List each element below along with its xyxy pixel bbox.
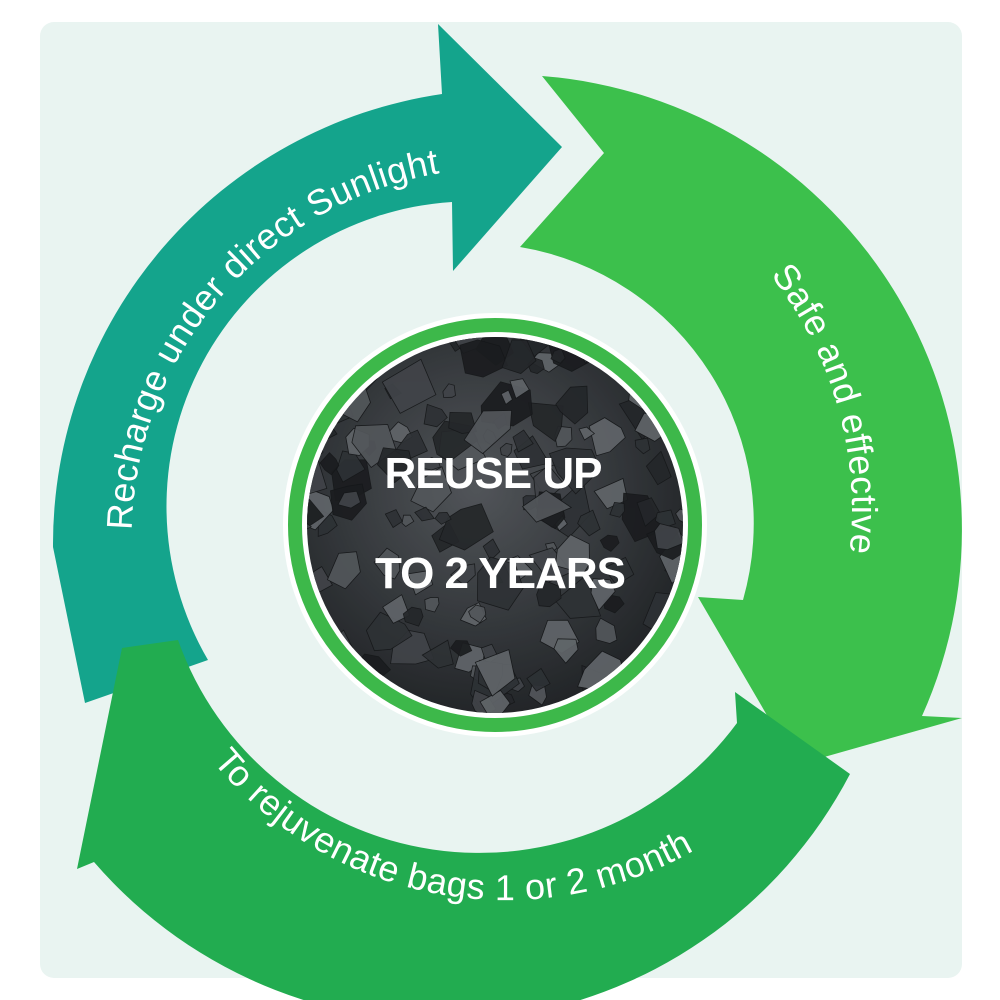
charcoal-chunk [528, 684, 547, 706]
charcoal-chunk [500, 389, 513, 406]
charcoal-chunk [634, 437, 651, 455]
charcoal-chunk [377, 447, 414, 484]
charcoal-chunk [603, 556, 635, 586]
charcoal-chunk [407, 570, 434, 596]
charcoal-chunk [479, 689, 511, 713]
charcoal-chunk [449, 640, 473, 657]
charcoal-chunk [578, 426, 596, 441]
charcoal-chunk [550, 347, 566, 364]
charcoal-chunk [599, 534, 620, 552]
charcoal-chunk [373, 547, 401, 580]
charcoal-chunk [590, 578, 616, 612]
charcoal-chunk [577, 509, 601, 537]
charcoal-chunk [654, 523, 683, 551]
charcoal-chunk [499, 442, 513, 458]
charcoal-chunk [477, 556, 524, 611]
charcoal-chunk [482, 538, 501, 561]
center-title-line-2: TO 2 YEARS [375, 549, 625, 598]
charcoal-chunk [307, 498, 325, 529]
charcoal-chunk [474, 649, 516, 697]
center-green-band [288, 318, 702, 732]
charcoal-chunk [384, 509, 403, 529]
charcoal-chunk [336, 450, 366, 483]
charcoal-chunk [423, 403, 448, 428]
charcoal-chunk [509, 378, 530, 400]
charcoal-chunk [636, 497, 661, 527]
charcoal-chunk [554, 534, 590, 574]
charcoal-chunk [381, 358, 437, 414]
charcoal-chunk [555, 385, 589, 425]
charcoal-chunk [588, 417, 626, 457]
charcoal-chunk [645, 450, 672, 486]
charcoal-chunk [536, 579, 562, 608]
charcoal-chunk [463, 409, 513, 455]
charcoal-chunk [595, 617, 618, 644]
charcoal-chunk [401, 514, 415, 527]
charcoal-chunk [450, 563, 476, 586]
charcoal-chunk [609, 501, 625, 518]
charcoal-chunk [414, 506, 435, 522]
charcoal-chunk [365, 611, 413, 652]
charcoal-chunk [434, 511, 452, 525]
charcoal-chunk [521, 490, 573, 523]
charcoal-chunk [468, 604, 487, 624]
charcoal-chunk [423, 457, 441, 471]
charcoal-chunk [402, 606, 424, 627]
charcoal-chunk [326, 551, 361, 590]
charcoal-chunk [459, 339, 509, 378]
charcoal-chunk [526, 667, 551, 692]
charcoal-chunk [442, 337, 479, 352]
charcoal-chunk [448, 411, 478, 434]
charcoal-chunk [421, 639, 454, 669]
arrow-rejuvenate [77, 640, 850, 1000]
charcoal-chunk [501, 339, 537, 375]
arrow-recharge [52, 24, 562, 703]
charcoal-chunk [337, 490, 361, 509]
charcoal-chunk [319, 452, 340, 476]
arrow-safe-effective [520, 76, 962, 765]
charcoal-chunk [512, 429, 534, 453]
charcoal-chunk [548, 447, 602, 495]
charcoal-chunk [410, 466, 452, 513]
charcoal-chunk [382, 594, 411, 624]
charcoal-shade [307, 337, 683, 713]
charcoal-chunk [553, 638, 579, 664]
charcoal-chunk [442, 383, 456, 398]
charcoal-chunk [424, 596, 440, 613]
center-title-line-1: REUSE UP [385, 449, 602, 498]
